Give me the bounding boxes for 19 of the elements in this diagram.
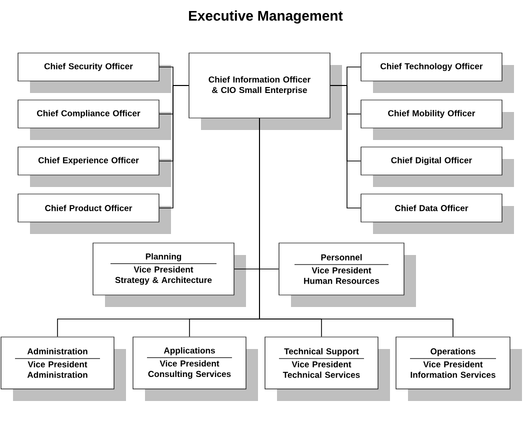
- department-box: Planning Vice President Strategy & Architecture: [92, 242, 246, 307]
- connector-line: [330, 85, 362, 208]
- department-box: Technical Support Vice President Technical Services: [264, 336, 390, 401]
- title: Executive Management: [189, 10, 343, 24]
- officer-box: Chief Information Officer & CIO Small Enterprise: [188, 52, 342, 130]
- officer-box: Chief Mobility Officer: [360, 100, 514, 140]
- officer-box: Chief Compliance Officer: [18, 100, 171, 140]
- officer-box: Chief Technology Officer: [360, 52, 514, 93]
- department-box: Operations Vice President Information Services: [396, 336, 522, 401]
- department-box: Administration Vice President Administration: [0, 336, 126, 401]
- connector-line: [158, 85, 190, 208]
- department-box: Personnel Vice President Human Resources: [278, 242, 416, 307]
- officer-box: Chief Product Officer: [18, 194, 171, 234]
- officer-box: Chief Security Officer: [18, 52, 171, 93]
- connector-line: [259, 118, 454, 338]
- officer-box: Chief Digital Officer: [360, 146, 514, 187]
- department-box: Applications Vice President Consulting Services: [132, 336, 258, 401]
- officer-box: Chief Data Officer: [360, 194, 514, 234]
- officer-box: Chief Experience Officer: [18, 146, 171, 187]
